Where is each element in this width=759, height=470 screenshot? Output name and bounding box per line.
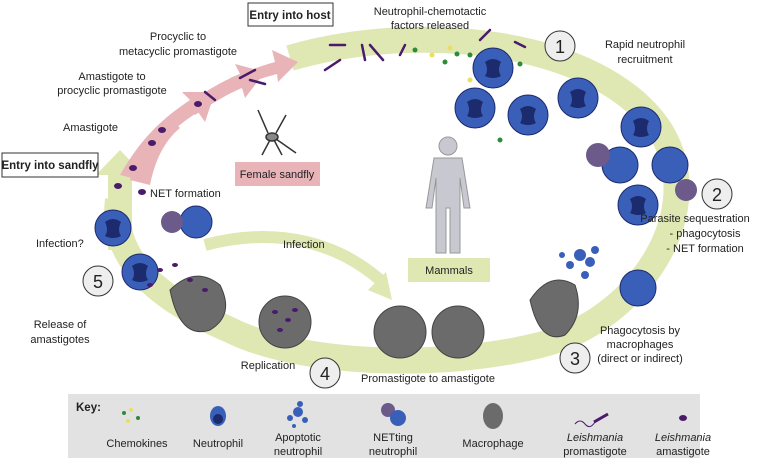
svg-text:Apoptotic: Apoptotic <box>275 432 321 444</box>
amastigote-to-label-2: procyclic promastigote <box>57 85 166 97</box>
svg-text:2: 2 <box>712 185 722 205</box>
chemokines <box>412 45 523 143</box>
macrophage-icon <box>483 403 503 429</box>
key-legend: Key: Chemokines Neutrophil Apoptotic neu… <box>68 394 711 458</box>
netting-neutrophil-icon <box>381 403 406 426</box>
svg-text:Leishmania: Leishmania <box>567 432 623 444</box>
infection-arrow <box>203 231 384 285</box>
key-title: Key: <box>76 402 101 414</box>
step-3-marker: 3 <box>559 342 591 374</box>
female-sandfly-box <box>235 162 320 186</box>
svg-text:Leishmania: Leishmania <box>655 432 711 444</box>
step1-label-1: Rapid neutrophil <box>605 39 685 51</box>
sandfly-icon <box>257 109 297 156</box>
amastigote-to-label-1: Amastigote to <box>78 71 145 83</box>
infection-question-label: Infection? <box>36 238 84 250</box>
neutrophil-icon <box>210 406 226 426</box>
chemokines-icon <box>122 408 140 423</box>
svg-text:Chemokines: Chemokines <box>106 438 168 450</box>
svg-text:Macrophage: Macrophage <box>462 438 523 450</box>
promastigote-icon <box>574 412 609 428</box>
chemotactic-label-2: factors released <box>391 20 469 32</box>
step-2-marker: 2 <box>701 178 733 210</box>
release-label-2: amastigotes <box>30 334 90 346</box>
promastigotes <box>203 28 527 102</box>
entry-sandfly-box <box>1 152 99 178</box>
svg-text:amastigote: amastigote <box>656 446 710 458</box>
infection-label: Infection <box>283 239 325 251</box>
svg-text:5: 5 <box>93 272 103 292</box>
step1-label-2: recruitment <box>617 54 672 66</box>
amastigote-label: Amastigote <box>63 122 118 134</box>
step3-label-1: Phagocytosis by <box>600 325 681 337</box>
step-1-marker: 1 <box>544 30 576 62</box>
step2-label-2: - phagocytosis <box>670 228 741 240</box>
svg-text:promastigote: promastigote <box>563 446 627 458</box>
svg-text:NETting: NETting <box>373 432 413 444</box>
step3-label-3: (direct or indirect) <box>597 353 683 365</box>
svg-text:Neutrophil: Neutrophil <box>193 438 243 450</box>
procyclic-label-2: metacyclic promastigote <box>119 46 237 58</box>
entry-sandfly-label: Entry into sandfly <box>1 160 99 172</box>
entry-host-label: Entry into host <box>249 10 330 22</box>
apoptotic-neutrophil-icon <box>287 401 308 428</box>
entry-host-box <box>247 2 334 27</box>
svg-text:neutrophil: neutrophil <box>274 446 322 458</box>
macrophages <box>169 275 579 359</box>
human-figure-icon <box>425 136 471 254</box>
net-traps <box>161 143 697 233</box>
step2-label-3: - NET formation <box>666 243 743 255</box>
release-label-1: Release of <box>34 319 88 331</box>
svg-text:4: 4 <box>320 364 330 384</box>
amastigote-icon <box>679 415 687 421</box>
net-formation-label: NET formation <box>150 188 221 200</box>
replication-label: Replication <box>241 360 295 372</box>
step-4-marker: 4 <box>309 357 341 389</box>
svg-text:3: 3 <box>570 349 580 369</box>
mammals-box <box>408 258 490 282</box>
procyclic-label-1: Procyclic to <box>150 31 206 43</box>
chemotactic-label-1: Neutrophil-chemotactic <box>374 6 487 18</box>
step2-label-1: Parasite sequestration <box>640 213 749 225</box>
apoptotic-neutrophil <box>559 246 599 279</box>
neutrophil-nuclei <box>105 59 649 282</box>
macrophage-amastigotes <box>147 263 298 332</box>
female-sandfly-label: Female sandfly <box>240 169 315 181</box>
amastigotes <box>114 101 202 195</box>
promastigote-to-label: Promastigote to amastigote <box>361 373 495 385</box>
mammals-label: Mammals <box>425 265 473 277</box>
svg-text:1: 1 <box>555 37 565 57</box>
svg-text:neutrophil: neutrophil <box>369 446 417 458</box>
step-5-marker: 5 <box>82 265 114 297</box>
step3-label-2: macrophages <box>607 339 674 351</box>
